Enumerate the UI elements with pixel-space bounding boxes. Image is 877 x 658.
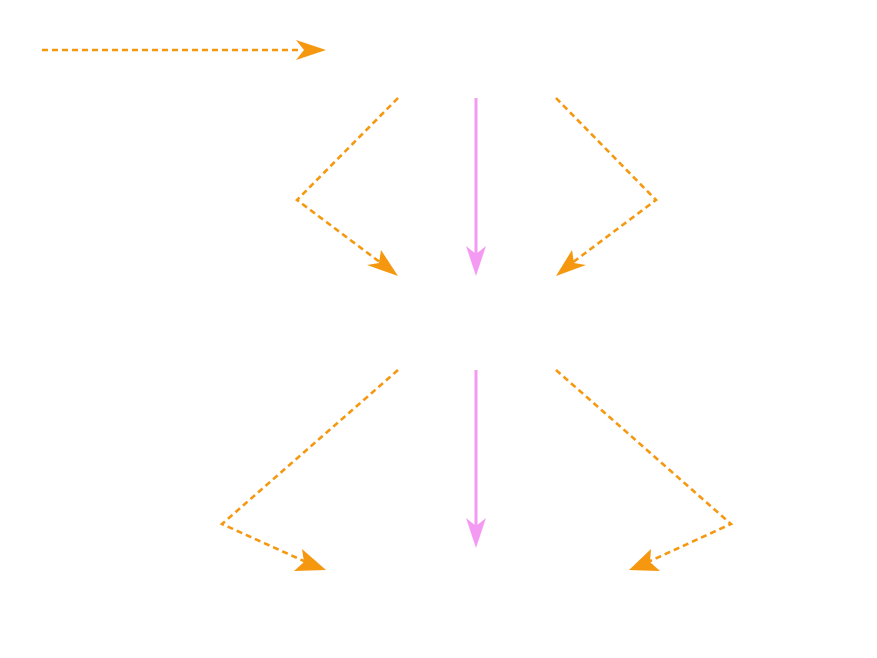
top-horizontal-dashed-arrow <box>42 40 326 60</box>
upper-center-solid-arrow <box>466 98 486 276</box>
lower-left-dashed-elbow-arrow <box>219 369 399 571</box>
lower-right-dashed-elbow-arrow <box>555 369 734 571</box>
upper-right-dashed-elbow-arrow <box>555 97 658 276</box>
upper-left-dashed-elbow-arrow <box>295 97 399 276</box>
lower-center-solid-arrow <box>466 370 486 548</box>
